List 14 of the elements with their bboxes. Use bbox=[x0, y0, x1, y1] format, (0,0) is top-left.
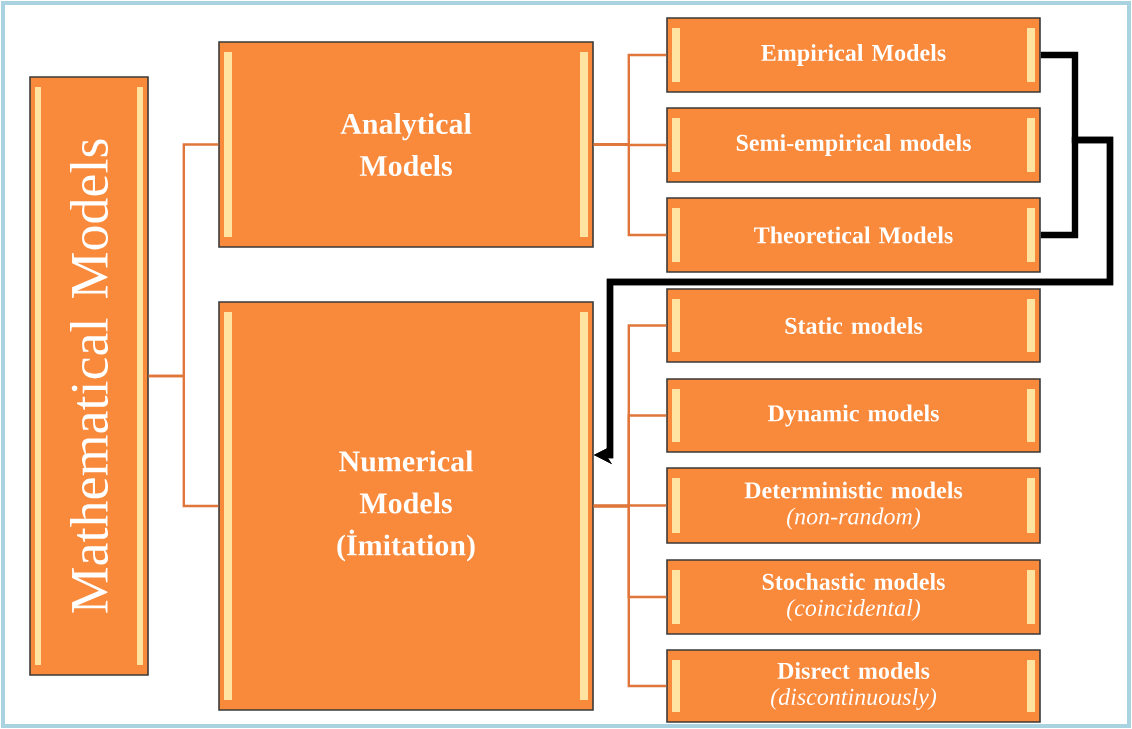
model-box: Empirical Models bbox=[666, 17, 1041, 93]
model-box: Deterministic models (non-random) bbox=[666, 467, 1041, 544]
connector bbox=[148, 374, 219, 508]
model-box: Analytical Models bbox=[218, 41, 594, 248]
model-box: Disrect models (discontinuously) bbox=[666, 649, 1041, 723]
model-box: Theoretical Models bbox=[666, 197, 1041, 273]
model-box: Static models bbox=[666, 288, 1041, 363]
model-box: Semi-empirical models bbox=[666, 107, 1041, 183]
model-box: Numerical Models (İmitation) bbox=[218, 301, 594, 711]
model-box: Dynamic models bbox=[666, 378, 1041, 453]
connector bbox=[593, 504, 667, 688]
connector bbox=[593, 143, 667, 237]
model-box: Stochastic models (coincidental) bbox=[666, 559, 1041, 635]
model-box: Mathematical Models bbox=[29, 76, 149, 676]
